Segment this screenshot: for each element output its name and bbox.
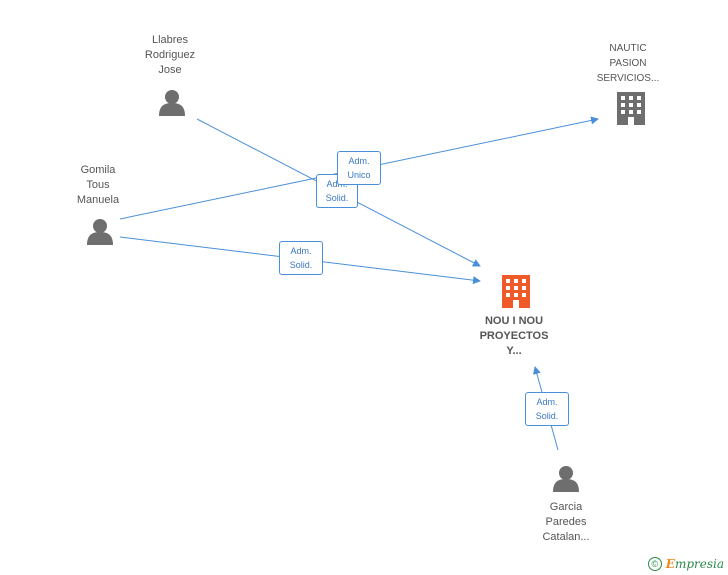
copyright-icon: © xyxy=(647,557,662,571)
edge-badge-gomila-nautic: Adm. Unico xyxy=(337,151,381,185)
person-icon[interactable] xyxy=(159,90,185,116)
person-icon[interactable] xyxy=(87,219,113,245)
copyright-footer: © Empresia xyxy=(647,557,724,571)
edge-badge-garcia-nou: Adm. Solid. xyxy=(525,392,569,426)
brand-logo: Empresia xyxy=(665,557,724,571)
building-icon-focus[interactable] xyxy=(502,275,530,308)
node-label-nou[interactable]: NOU I NOU PROYECTOS Y... xyxy=(479,315,549,357)
edge-badge-gomila-nou: Adm. Solid. xyxy=(279,241,323,275)
node-label-nautic[interactable]: NAUTIC PASION SERVICIOS... xyxy=(596,43,660,84)
node-label-llabres[interactable]: Llabres Rodriguez Jose xyxy=(144,34,196,76)
node-label-garcia[interactable]: Garcia Paredes Catalan... xyxy=(542,501,590,543)
building-icon[interactable] xyxy=(617,92,645,125)
person-icon[interactable] xyxy=(553,466,579,492)
node-label-gomila[interactable]: Gomila Tous Manuela xyxy=(76,164,120,206)
